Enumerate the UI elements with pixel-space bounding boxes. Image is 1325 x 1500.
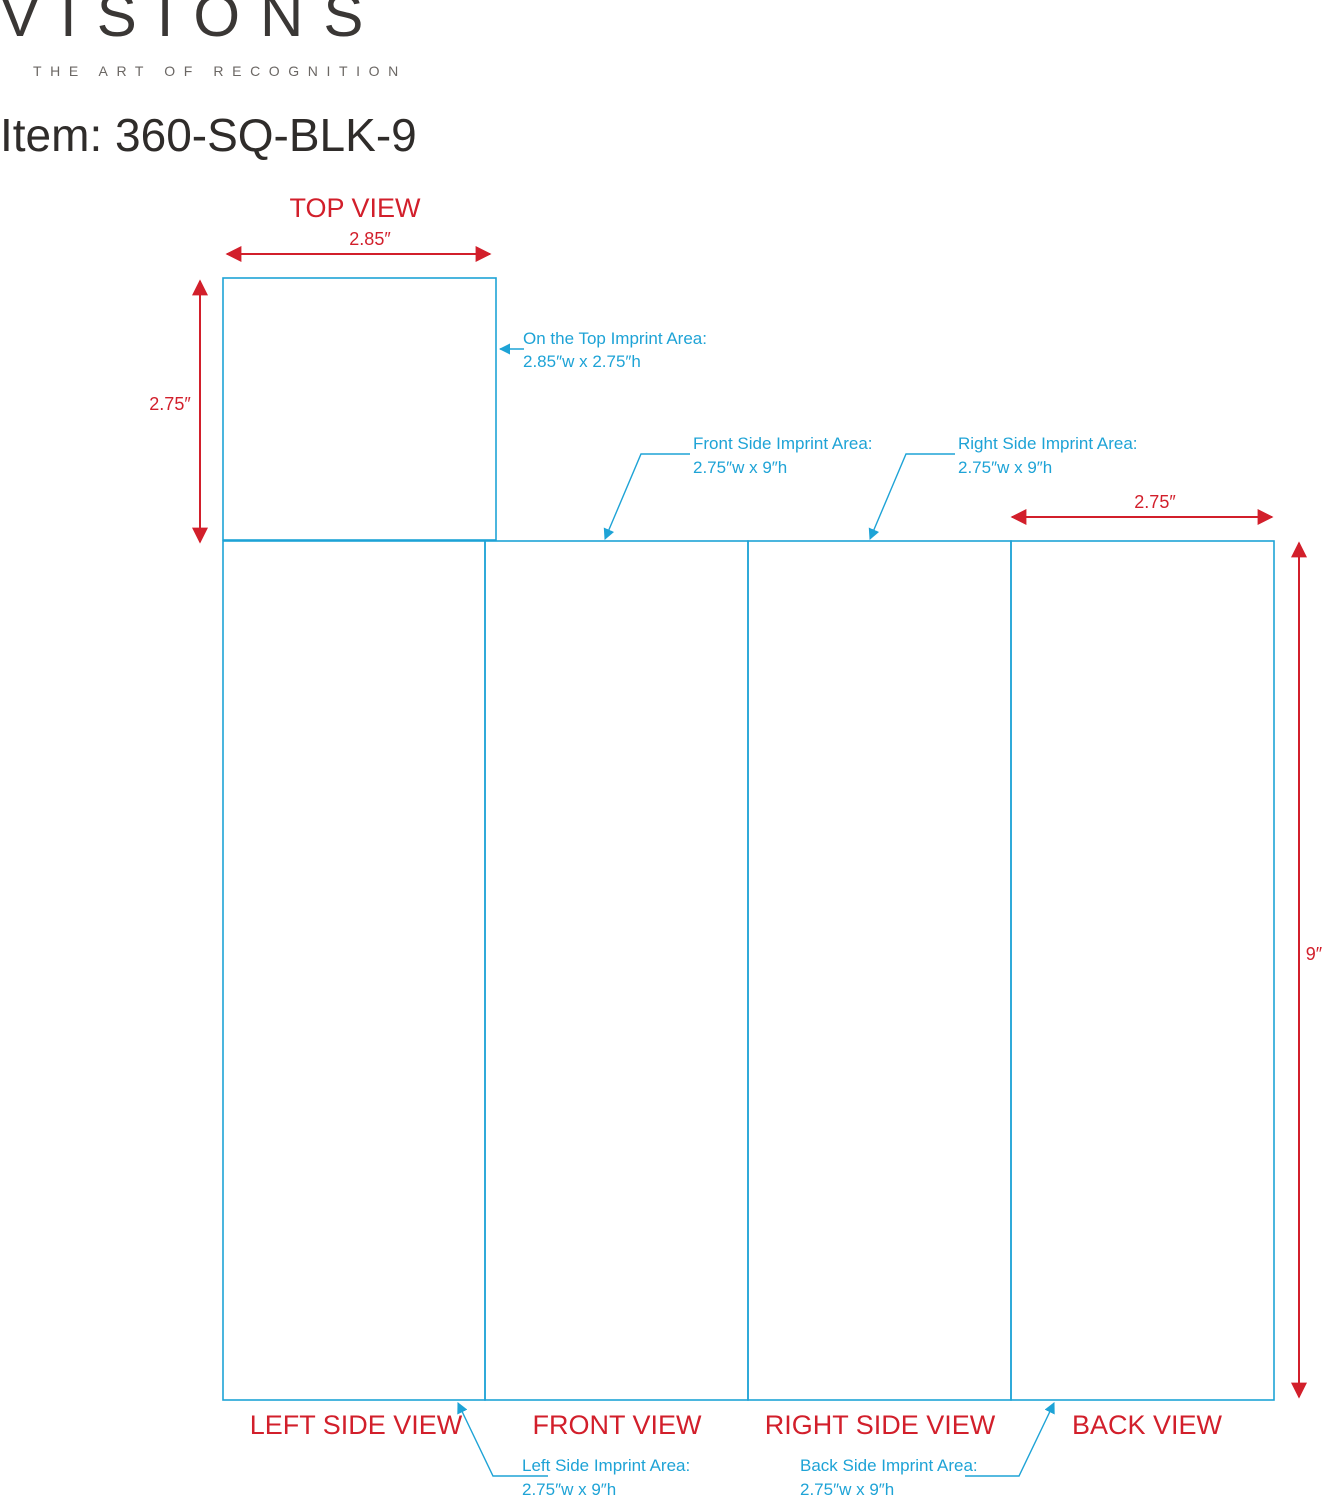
side-height-label: 9″ <box>1306 944 1323 964</box>
right-imprint-pointer <box>868 453 955 541</box>
brand-name: VISIONS <box>0 0 384 49</box>
top-view-panel <box>222 277 497 541</box>
right-imprint-label: Right Side Imprint Area: <box>958 434 1138 453</box>
front-imprint-label: Front Side Imprint Area: <box>693 434 873 453</box>
brand-tagline: THE ART OF RECOGNITION <box>33 63 407 79</box>
left-imprint-size: 2.75″w x 9″h <box>522 1480 616 1499</box>
back-width-label: 2.75″ <box>1134 492 1176 512</box>
back-view-label: BACK VIEW <box>1072 1410 1223 1440</box>
right-side-panel <box>747 540 1012 1401</box>
front-view-label: FRONT VIEW <box>532 1410 702 1440</box>
top-width-label: 2.85″ <box>349 229 391 249</box>
left-side-view-label: LEFT SIDE VIEW <box>250 1410 463 1440</box>
top-height-label: 2.75″ <box>149 394 191 414</box>
left-imprint-pointer <box>457 1401 548 1477</box>
top-imprint-size: 2.85″w x 2.75″h <box>523 352 641 371</box>
front-imprint-pointer <box>603 453 690 541</box>
back-imprint-label: Back Side Imprint Area: <box>800 1456 978 1475</box>
left-side-panel <box>222 540 486 1401</box>
back-panel <box>1010 540 1275 1401</box>
right-side-view-label: RIGHT SIDE VIEW <box>765 1410 996 1440</box>
brand-logo: VISIONS THE ART OF RECOGNITION <box>0 0 440 82</box>
front-imprint-size: 2.75″w x 9″h <box>693 458 787 477</box>
left-imprint-label: Left Side Imprint Area: <box>522 1456 690 1475</box>
item-title: Item: 360-SQ-BLK-9 <box>0 109 417 161</box>
back-imprint-pointer <box>965 1401 1055 1477</box>
right-imprint-size: 2.75″w x 9″h <box>958 458 1052 477</box>
back-imprint-size: 2.75″w x 9″h <box>800 1480 894 1499</box>
top-imprint-label: On the Top Imprint Area: <box>523 329 707 348</box>
front-panel <box>484 540 749 1401</box>
top-view-label: TOP VIEW <box>289 193 421 223</box>
